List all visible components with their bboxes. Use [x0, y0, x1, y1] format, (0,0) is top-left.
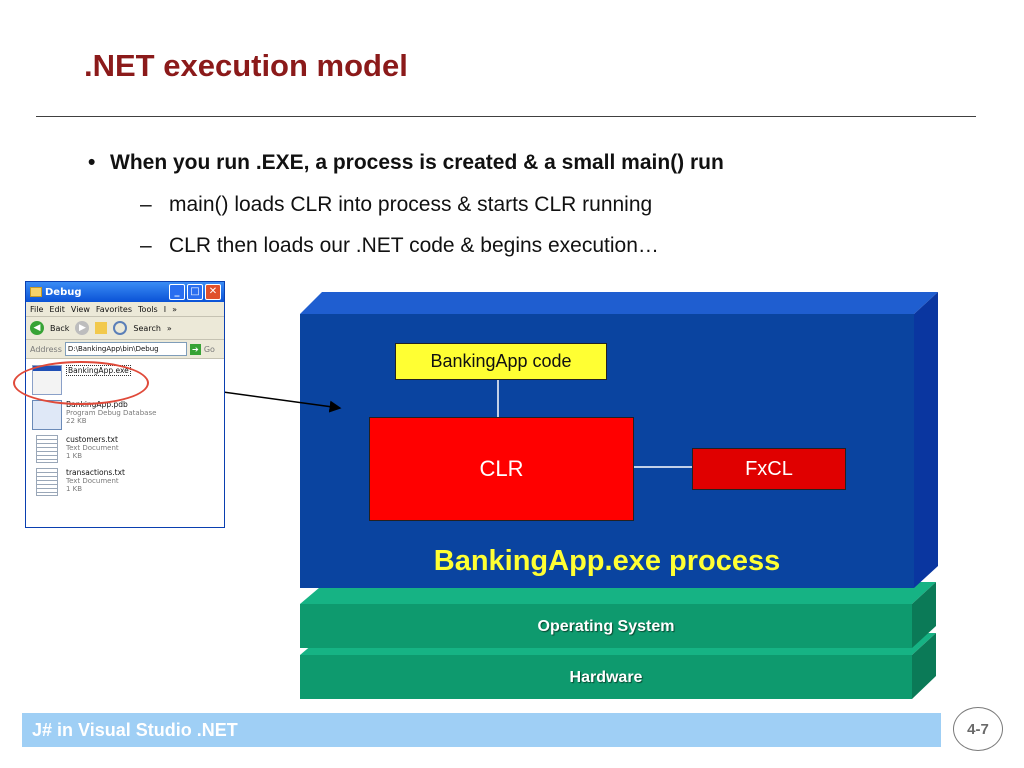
os-layer-label: Operating System — [537, 618, 675, 635]
main-bullet-text: When you run .EXE, a process is created … — [110, 151, 724, 174]
search-icon[interactable] — [113, 321, 128, 335]
process-top — [300, 292, 938, 314]
file-size: 22 KB — [66, 417, 87, 425]
file-name: customers.txt — [66, 435, 118, 444]
menu-edit[interactable]: Edit — [49, 304, 65, 314]
menu-file[interactable]: File — [30, 304, 44, 314]
sub-bullet: –main() loads CLR into process & starts … — [140, 193, 652, 217]
text-file-icon — [36, 435, 58, 463]
os-layer-top — [300, 582, 936, 604]
file-item[interactable]: transactions.txt Text Document 1 KB — [32, 468, 220, 496]
address-label: Address — [30, 344, 62, 354]
hardware-layer-side — [912, 633, 936, 699]
back-button-label[interactable]: Back — [50, 323, 70, 333]
menu-tools[interactable]: Tools — [138, 304, 158, 314]
sub-bullet-text: main() loads CLR into process & starts C… — [169, 193, 653, 216]
file-size: 1 KB — [66, 485, 83, 493]
exe-highlight-ellipse — [13, 361, 149, 405]
slide-title: .NET execution model — [84, 48, 408, 83]
go-button-label[interactable]: Go — [203, 344, 215, 354]
explorer-menubar: File Edit View Favorites Tools I » — [26, 302, 224, 317]
bullet-dot: • — [88, 151, 96, 174]
sub-bullet: –CLR then loads our .NET code & begins e… — [140, 234, 659, 258]
os-layer-side — [912, 582, 936, 648]
go-arrow-icon[interactable]: ➔ — [189, 343, 201, 355]
back-arrow-icon[interactable]: ◀ — [30, 321, 44, 335]
clr-box: CLR — [369, 417, 634, 521]
address-bar: Address D:\BankingApp\bin\Debug ➔ Go — [26, 340, 224, 359]
file-size: 1 KB — [66, 452, 83, 460]
search-button-label[interactable]: Search — [133, 323, 161, 333]
bullet-dash: – — [140, 193, 152, 216]
file-name: BankingApp.pdb — [66, 400, 128, 409]
page-number: 4-7 — [953, 707, 1003, 751]
main-bullet: • When you run .EXE, a process is created… — [88, 151, 724, 175]
footer-text: J# in Visual Studio .NET — [32, 720, 238, 740]
file-type: Text Document — [66, 444, 119, 452]
menu-favorites[interactable]: Favorites — [95, 304, 133, 314]
file-name: transactions.txt — [66, 468, 125, 477]
bullet-dash: – — [140, 234, 152, 257]
menu-overflow[interactable]: » — [172, 304, 177, 314]
file-item[interactable]: BankingApp.pdb Program Debug Database 22… — [32, 400, 220, 430]
toolbar-overflow[interactable]: » — [166, 323, 172, 333]
maximize-icon[interactable]: □ — [187, 284, 203, 300]
footer-bar — [22, 713, 941, 747]
file-type: Program Debug Database — [66, 409, 157, 417]
up-folder-icon[interactable] — [95, 322, 108, 334]
file-type: Text Document — [66, 477, 119, 485]
explorer-title: Debug — [45, 286, 82, 298]
pdb-file-icon — [32, 400, 62, 430]
title-divider — [36, 116, 976, 117]
explorer-toolbar: ◀ Back ▶ Search » — [26, 317, 224, 340]
address-input[interactable]: D:\BankingApp\bin\Debug — [64, 342, 187, 356]
menu-help[interactable]: I — [163, 304, 167, 314]
process-side — [914, 292, 938, 588]
hardware-layer-label: Hardware — [569, 669, 643, 686]
hardware-layer-top — [300, 633, 936, 655]
menu-view[interactable]: View — [70, 304, 90, 314]
sub-bullet-text: CLR then loads our .NET code & begins ex… — [169, 234, 659, 257]
file-item[interactable]: customers.txt Text Document 1 KB — [32, 435, 220, 463]
fxcl-box: FxCL — [692, 448, 846, 490]
banking-app-code-box: BankingApp code — [395, 343, 607, 380]
explorer-window: Debug _ □ ✕ File Edit View Favorites Too… — [25, 281, 225, 528]
process-label: BankingApp.exe process — [433, 545, 781, 577]
forward-arrow-icon[interactable]: ▶ — [75, 321, 90, 335]
text-file-icon — [36, 468, 58, 496]
folder-icon — [30, 287, 42, 297]
window-controls: _ □ ✕ — [169, 284, 221, 300]
minimize-icon[interactable]: _ — [169, 284, 185, 300]
close-icon[interactable]: ✕ — [205, 284, 221, 300]
explorer-titlebar[interactable]: Debug _ □ ✕ — [26, 282, 224, 302]
